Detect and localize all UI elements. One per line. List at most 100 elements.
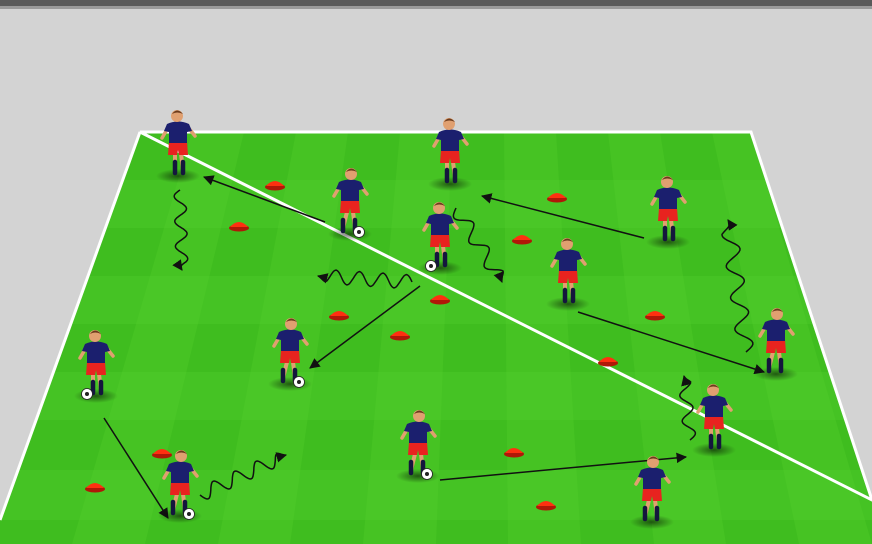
- player-hair: [176, 450, 187, 454]
- player-shorts: [440, 150, 460, 163]
- player-p13: [630, 456, 674, 529]
- player-p5: [418, 202, 462, 275]
- player-shadow: [428, 177, 472, 191]
- cone-icon: [505, 448, 523, 453]
- player-shorts: [408, 442, 428, 455]
- player-shirt: [426, 213, 454, 235]
- player-p3: [328, 168, 372, 241]
- pitch-stripe-col: [712, 132, 872, 544]
- player-shorts: [558, 270, 578, 283]
- ball-pattern: [297, 380, 301, 384]
- player-shirt: [276, 329, 304, 351]
- ball-pattern: [429, 264, 433, 268]
- cones-layer: [85, 181, 665, 511]
- player-shirt: [166, 461, 194, 483]
- player-shadow: [546, 297, 590, 311]
- player-shorts: [430, 234, 450, 247]
- player-hair: [662, 176, 673, 180]
- player-hair: [286, 318, 297, 322]
- player-shorts: [642, 488, 662, 501]
- player-shadow: [630, 515, 674, 529]
- ball-pattern: [357, 230, 361, 234]
- player-shirt: [164, 121, 192, 143]
- player-shadow: [418, 261, 462, 275]
- pitch-stripe-col: [504, 132, 581, 544]
- pitch-stripe-col: [72, 132, 244, 544]
- player-shirt: [436, 129, 464, 151]
- player-hair: [648, 456, 659, 460]
- run-arrow: [172, 189, 189, 271]
- cone-icon: [86, 483, 104, 488]
- cone-icon: [431, 295, 449, 300]
- player-p7: [268, 318, 312, 391]
- pitch-boundary-line: [0, 131, 142, 521]
- player-p11: [692, 384, 736, 457]
- pitch-stripe-col: [608, 132, 726, 544]
- cone-icon: [537, 501, 555, 506]
- player-hair: [772, 308, 783, 312]
- player-shirt: [762, 319, 790, 341]
- player-hair: [346, 168, 357, 172]
- player-hair: [90, 330, 101, 334]
- cone-icon: [513, 235, 531, 240]
- player-shorts: [658, 208, 678, 221]
- run-arrow: [316, 269, 413, 289]
- arrows-layer: [103, 175, 765, 519]
- player-shadow: [396, 469, 440, 483]
- player-shorts: [704, 416, 724, 429]
- cone-icon: [266, 181, 284, 186]
- pass-arrow: [103, 417, 169, 519]
- cone-icon: [548, 193, 566, 198]
- player-p9: [396, 410, 440, 483]
- run-arrow: [452, 207, 504, 283]
- run-arrow: [721, 219, 754, 353]
- cone-icon: [599, 357, 617, 362]
- player-p10: [754, 308, 798, 381]
- player-shirt: [700, 395, 728, 417]
- cone-icon: [646, 311, 664, 316]
- player-shirt: [336, 179, 364, 201]
- player-p1: [156, 110, 200, 183]
- player-shadow: [754, 367, 798, 381]
- player-shorts: [280, 350, 300, 363]
- player-p6: [546, 238, 590, 311]
- pass-arrow: [439, 452, 688, 481]
- player-hair: [172, 110, 183, 114]
- pitch-stripes: [0, 132, 872, 544]
- ball-pattern: [187, 512, 191, 516]
- pitch-stripe-row: [0, 520, 872, 544]
- player-hair: [434, 202, 445, 206]
- cone-icon: [230, 222, 248, 227]
- player-p2: [428, 118, 472, 191]
- pitch-stripe-row: [0, 324, 872, 372]
- player-shirt: [654, 187, 682, 209]
- player-hair: [444, 118, 455, 122]
- player-hair: [708, 384, 719, 388]
- player-shadow: [328, 227, 372, 241]
- player-shirt: [638, 467, 666, 489]
- player-hair: [414, 410, 425, 414]
- player-shorts: [86, 362, 106, 375]
- run-arrow: [679, 374, 697, 441]
- player-shorts: [766, 340, 786, 353]
- player-shadow: [156, 169, 200, 183]
- player-shorts: [168, 142, 188, 155]
- player-shirt: [404, 421, 432, 443]
- pass-arrow: [309, 285, 421, 369]
- cone-icon: [391, 331, 409, 336]
- pass-arrow: [577, 311, 765, 375]
- players-layer: [74, 110, 798, 529]
- cone-icon: [330, 311, 348, 316]
- pass-arrow: [480, 193, 645, 239]
- player-shirt: [82, 341, 110, 363]
- player-shadow: [646, 235, 690, 249]
- top-border-fade: [0, 6, 872, 9]
- pitch: [0, 130, 872, 544]
- pass-arrow: [203, 175, 326, 223]
- player-shadow: [692, 443, 736, 457]
- cone-icon: [153, 449, 171, 454]
- player-shirt: [554, 249, 582, 271]
- player-p12: [158, 450, 202, 523]
- player-p4: [646, 176, 690, 249]
